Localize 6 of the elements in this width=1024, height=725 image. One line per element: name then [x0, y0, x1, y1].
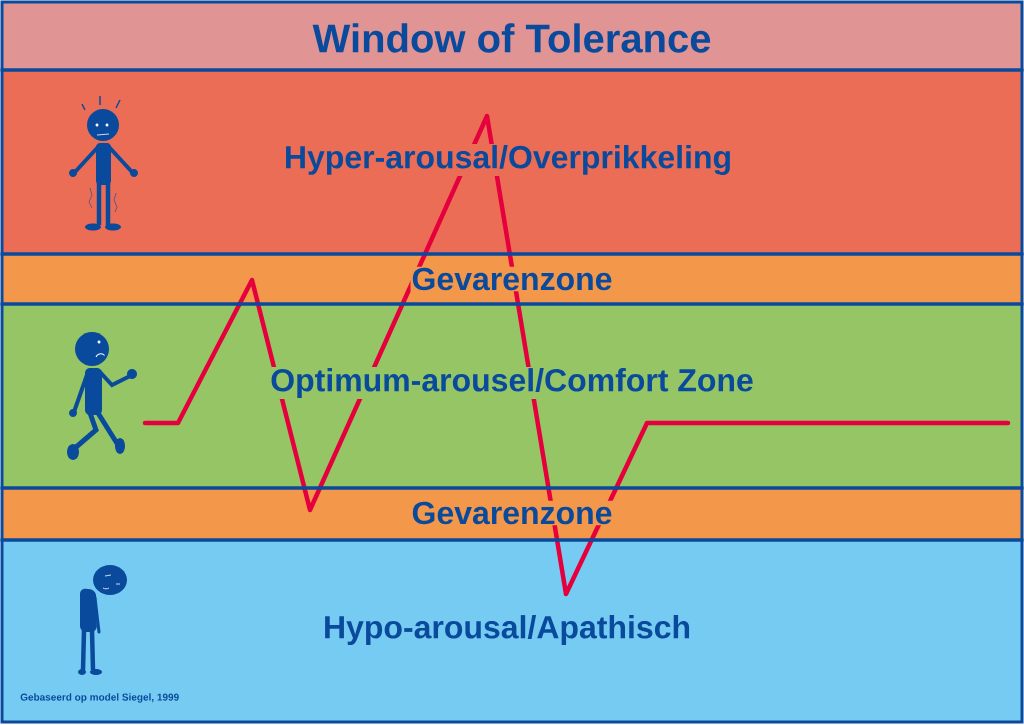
zone-band: Optimum-arousel/Comfort Zone: [0, 302, 1024, 490]
source-note: Gebaseerd op model Siegel, 1999: [20, 693, 179, 703]
zone-band: Hyper-arousal/Overprikkeling: [0, 68, 1024, 256]
zone-band: Gevarenzone: [0, 486, 1024, 542]
zone-band: Gevarenzone: [0, 252, 1024, 306]
zone-band: Window of Tolerance: [0, 0, 1024, 72]
